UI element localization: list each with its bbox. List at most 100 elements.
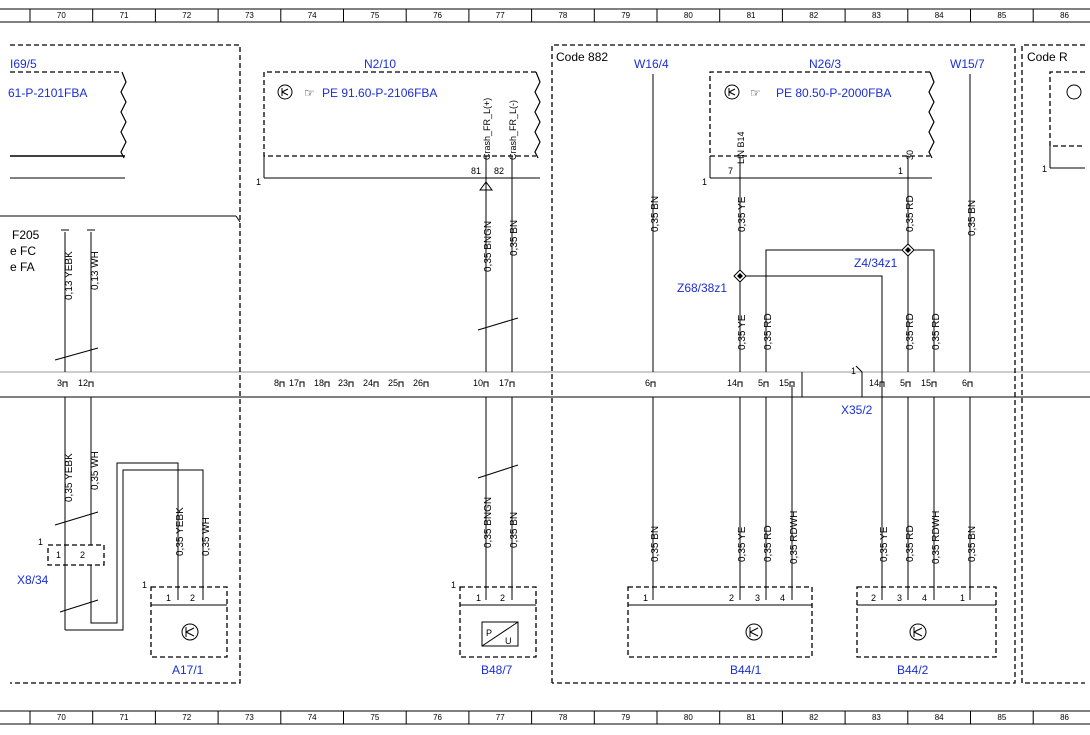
wire-b442-rd: 0,35 RD [905,525,916,562]
z4-34z1-ref: Z4/34z1 [854,256,898,270]
ground-w15-7: W15/7 [950,57,985,600]
wire-013-yebk: 0,13 YEBK [64,251,75,300]
ruler-label: 76 [433,713,442,722]
ruler-label: 74 [308,713,317,722]
ruler-label: 81 [747,11,756,20]
f205-fa: e FA [10,260,35,274]
band-pin-marker [509,381,515,387]
connector-x8-34: 1 1 2 X8/34 [17,537,105,587]
band-pin-marker [324,381,330,387]
b48-7-ref: B48/7 [481,663,513,677]
band-pin-marker [737,381,743,387]
wire-b441-rdwh: 0,35 RDWH [789,511,800,564]
n2-pin81: 81 [471,166,481,176]
component-a17-1: 1 1 2 A17/1 [142,580,228,677]
wire-w15-bn-b: 0,35 BN [967,526,978,562]
n2-10-ref: N2/10 [364,57,396,71]
band-pin-label: 18 [314,378,324,388]
wire-w16-bn-a: 0,35 BN [650,196,661,232]
wire-z68-rd: 0,35 RD [763,313,774,350]
a17-pin2: 2 [190,593,195,603]
ruler-label: 85 [997,713,1006,722]
code-r-pin-left: 1 [1042,164,1047,174]
wire-z4-rd: 0,35 RD [905,313,916,350]
x35-2-ref: X35/2 [841,403,873,417]
wire-013-wh: 0,13 WH [90,251,101,290]
band-pin-marker [373,381,379,387]
ruler-label: 74 [308,11,317,20]
ruler-label: 79 [621,713,630,722]
band-pin-label: 26 [413,378,423,388]
ruler-label: 78 [558,11,567,20]
x8-34-ref: X8/34 [17,573,49,587]
band-pin-label: 12 [78,378,88,388]
wire-035-wh-a: 0,35 WH [90,451,101,490]
wire-035-bn-b: 0,35 BN [509,512,520,548]
b48-p: P [486,628,492,638]
component-n26-3: N26/3 1 ☞ PE 80.50-P-2000FBA LIN B14 30 … [702,57,935,187]
component-n2-10: N2/10 1 ☞ PE 91.60-P-2106FBA Crash_FR_L(… [256,57,541,191]
ruler-label: 80 [684,713,693,722]
pe-hand-icon: ☞ [304,86,315,100]
ruler-label: 76 [433,11,442,20]
w15-7-ref: W15/7 [950,57,985,71]
band-pin-label: 25 [388,378,398,388]
x8-pin-left: 1 [38,537,43,547]
band-pin-marker [967,381,973,387]
b44-1-ref: B44/1 [730,663,762,677]
band-pin-label: 17 [289,378,299,388]
band-pin-label: 5 [758,378,763,388]
band-pin-label: 15 [921,378,931,388]
ruler-label: 72 [182,11,191,20]
wire-z68-ye: 0,35 YE [737,314,748,350]
wire-035-yebk-b: 0,35 YEBK [175,507,186,556]
ruler-label: 77 [496,713,505,722]
band-pin-marker [879,381,885,387]
component-b48-7: 1 1 2 P U B48/7 [451,580,537,677]
a17-1-ref: A17/1 [172,663,204,677]
wires-n26-3 [733,156,935,600]
ruler-label: 70 [57,11,66,20]
ruler-label: 72 [182,713,191,722]
b48-pin1: 1 [476,593,481,603]
band-pin-label: 24 [363,378,373,388]
ruler-label: 71 [120,11,129,20]
n26-pin1: 1 [898,166,903,176]
n2-sig1: Crash_FR_L(+) [482,98,492,160]
band-pin-marker [483,381,489,387]
ruler-label: 75 [370,713,379,722]
w16-4-ref: W16/4 [634,57,669,71]
wires-left [54,229,204,631]
b44-2-ref: B44/2 [897,663,929,677]
b442-pin1: 1 [960,593,965,603]
b441-pin1: 1 [643,593,648,603]
i69-ref: I69/5 [10,57,37,71]
band-pin-marker [299,381,305,387]
x35-pin-left: 1 [851,366,856,376]
wire-035-bngn-a: 0,35 BNGN [483,221,494,272]
b48-u: U [505,636,512,646]
band-pin-label: 6 [645,378,650,388]
band-pin-marker [348,381,354,387]
wire-b442-ye: 0,35 YE [879,526,890,562]
n2-pin-left: 1 [256,177,261,187]
wire-n26-ye: 0,35 YE [737,196,748,232]
band-pin-marker [423,381,429,387]
n26-3-pe: PE 80.50-P-2000FBA [776,86,891,100]
n2-pin82: 82 [494,166,504,176]
band-pin-label: 10 [473,378,483,388]
band-pin-label: 14 [869,378,879,388]
n26-pin-left: 1 [702,177,707,187]
band-pin-label: 3 [57,378,62,388]
ruler-label: 82 [809,713,818,722]
ruler-label: 79 [621,11,630,20]
ruler-label: 84 [935,11,944,20]
n26-pin7: 7 [728,166,733,176]
z68-38z1-ref: Z68/38z1 [677,281,727,295]
ruler-label: 78 [558,713,567,722]
b442-pin3: 3 [897,593,902,603]
band-pin-label: 23 [338,378,348,388]
ruler-label: 81 [747,713,756,722]
